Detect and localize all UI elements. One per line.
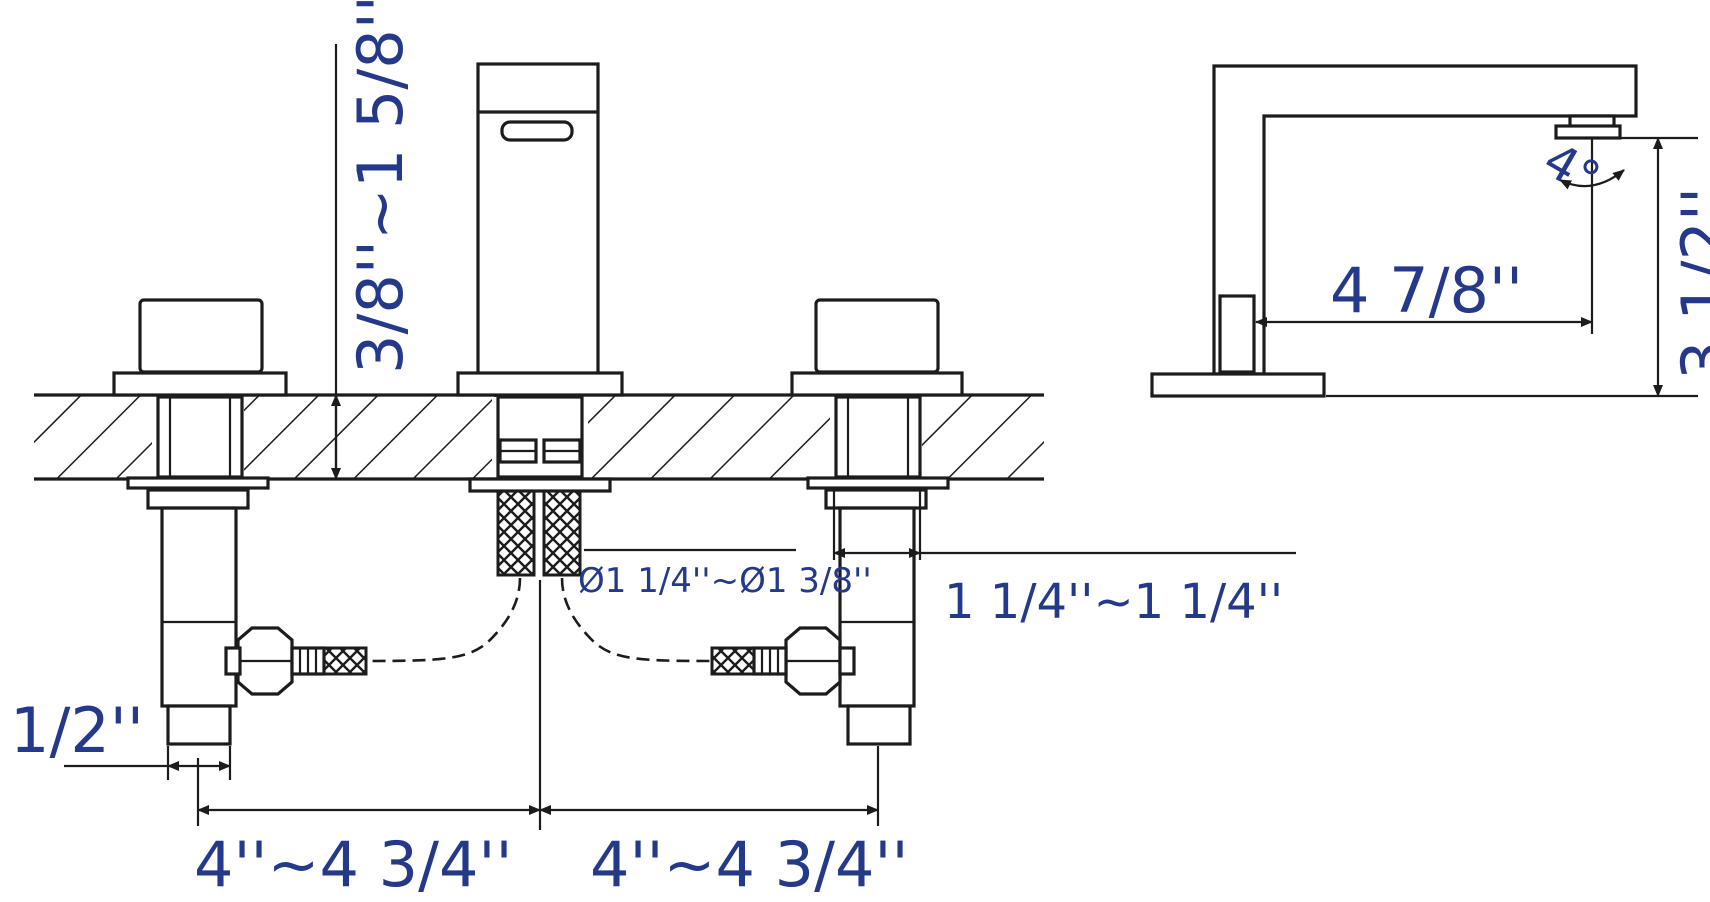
label-spacing-left: 4''~4 3/4'' — [194, 828, 513, 901]
dim-inlet-size: 1/2'' — [10, 694, 232, 780]
label-spray-angle: 4° — [1534, 132, 1609, 208]
spout — [456, 62, 624, 577]
label-spout-height: 3 1/2'' — [1668, 187, 1710, 380]
side-view: 4° 4 7/8'' 3 1/2'' — [1150, 64, 1710, 398]
label-valve-height: 1 1/4''~1 1/4'' — [944, 574, 1283, 630]
label-hole-diameter: Ø1 1/4''~Ø1 3/8'' — [578, 561, 872, 601]
supply-hoses — [365, 577, 713, 663]
left-handle-valve — [112, 298, 368, 746]
countertop-section — [34, 393, 1044, 481]
right-handle-valve — [710, 298, 964, 746]
dim-valve-height: 1 1/4''~1 1/4'' — [832, 488, 1296, 630]
label-deck-thickness: 3/8''~1 5/8'' — [344, 0, 417, 374]
dim-spacing-right: 4''~4 3/4'' — [539, 746, 909, 901]
label-spacing-right: 4''~4 3/4'' — [590, 828, 909, 901]
label-inlet-size: 1/2'' — [10, 694, 144, 767]
label-spout-reach: 4 7/8'' — [1330, 254, 1523, 327]
front-view: 3/8''~1 5/8'' Ø1 1/4''~Ø1 3/8'' 1 1/4''~… — [10, 0, 1296, 901]
dim-deck-thickness: 3/8''~1 5/8'' — [331, 0, 417, 480]
dim-spout-height: 3 1/2'' — [1326, 136, 1710, 398]
dim-hole-diameter: Ø1 1/4''~Ø1 3/8'' — [578, 548, 872, 601]
dim-spray-angle: 4° — [1534, 132, 1625, 208]
dim-spout-reach: 4 7/8'' — [1255, 190, 1594, 334]
dim-spacing-left: 4''~4 3/4'' — [194, 758, 541, 901]
